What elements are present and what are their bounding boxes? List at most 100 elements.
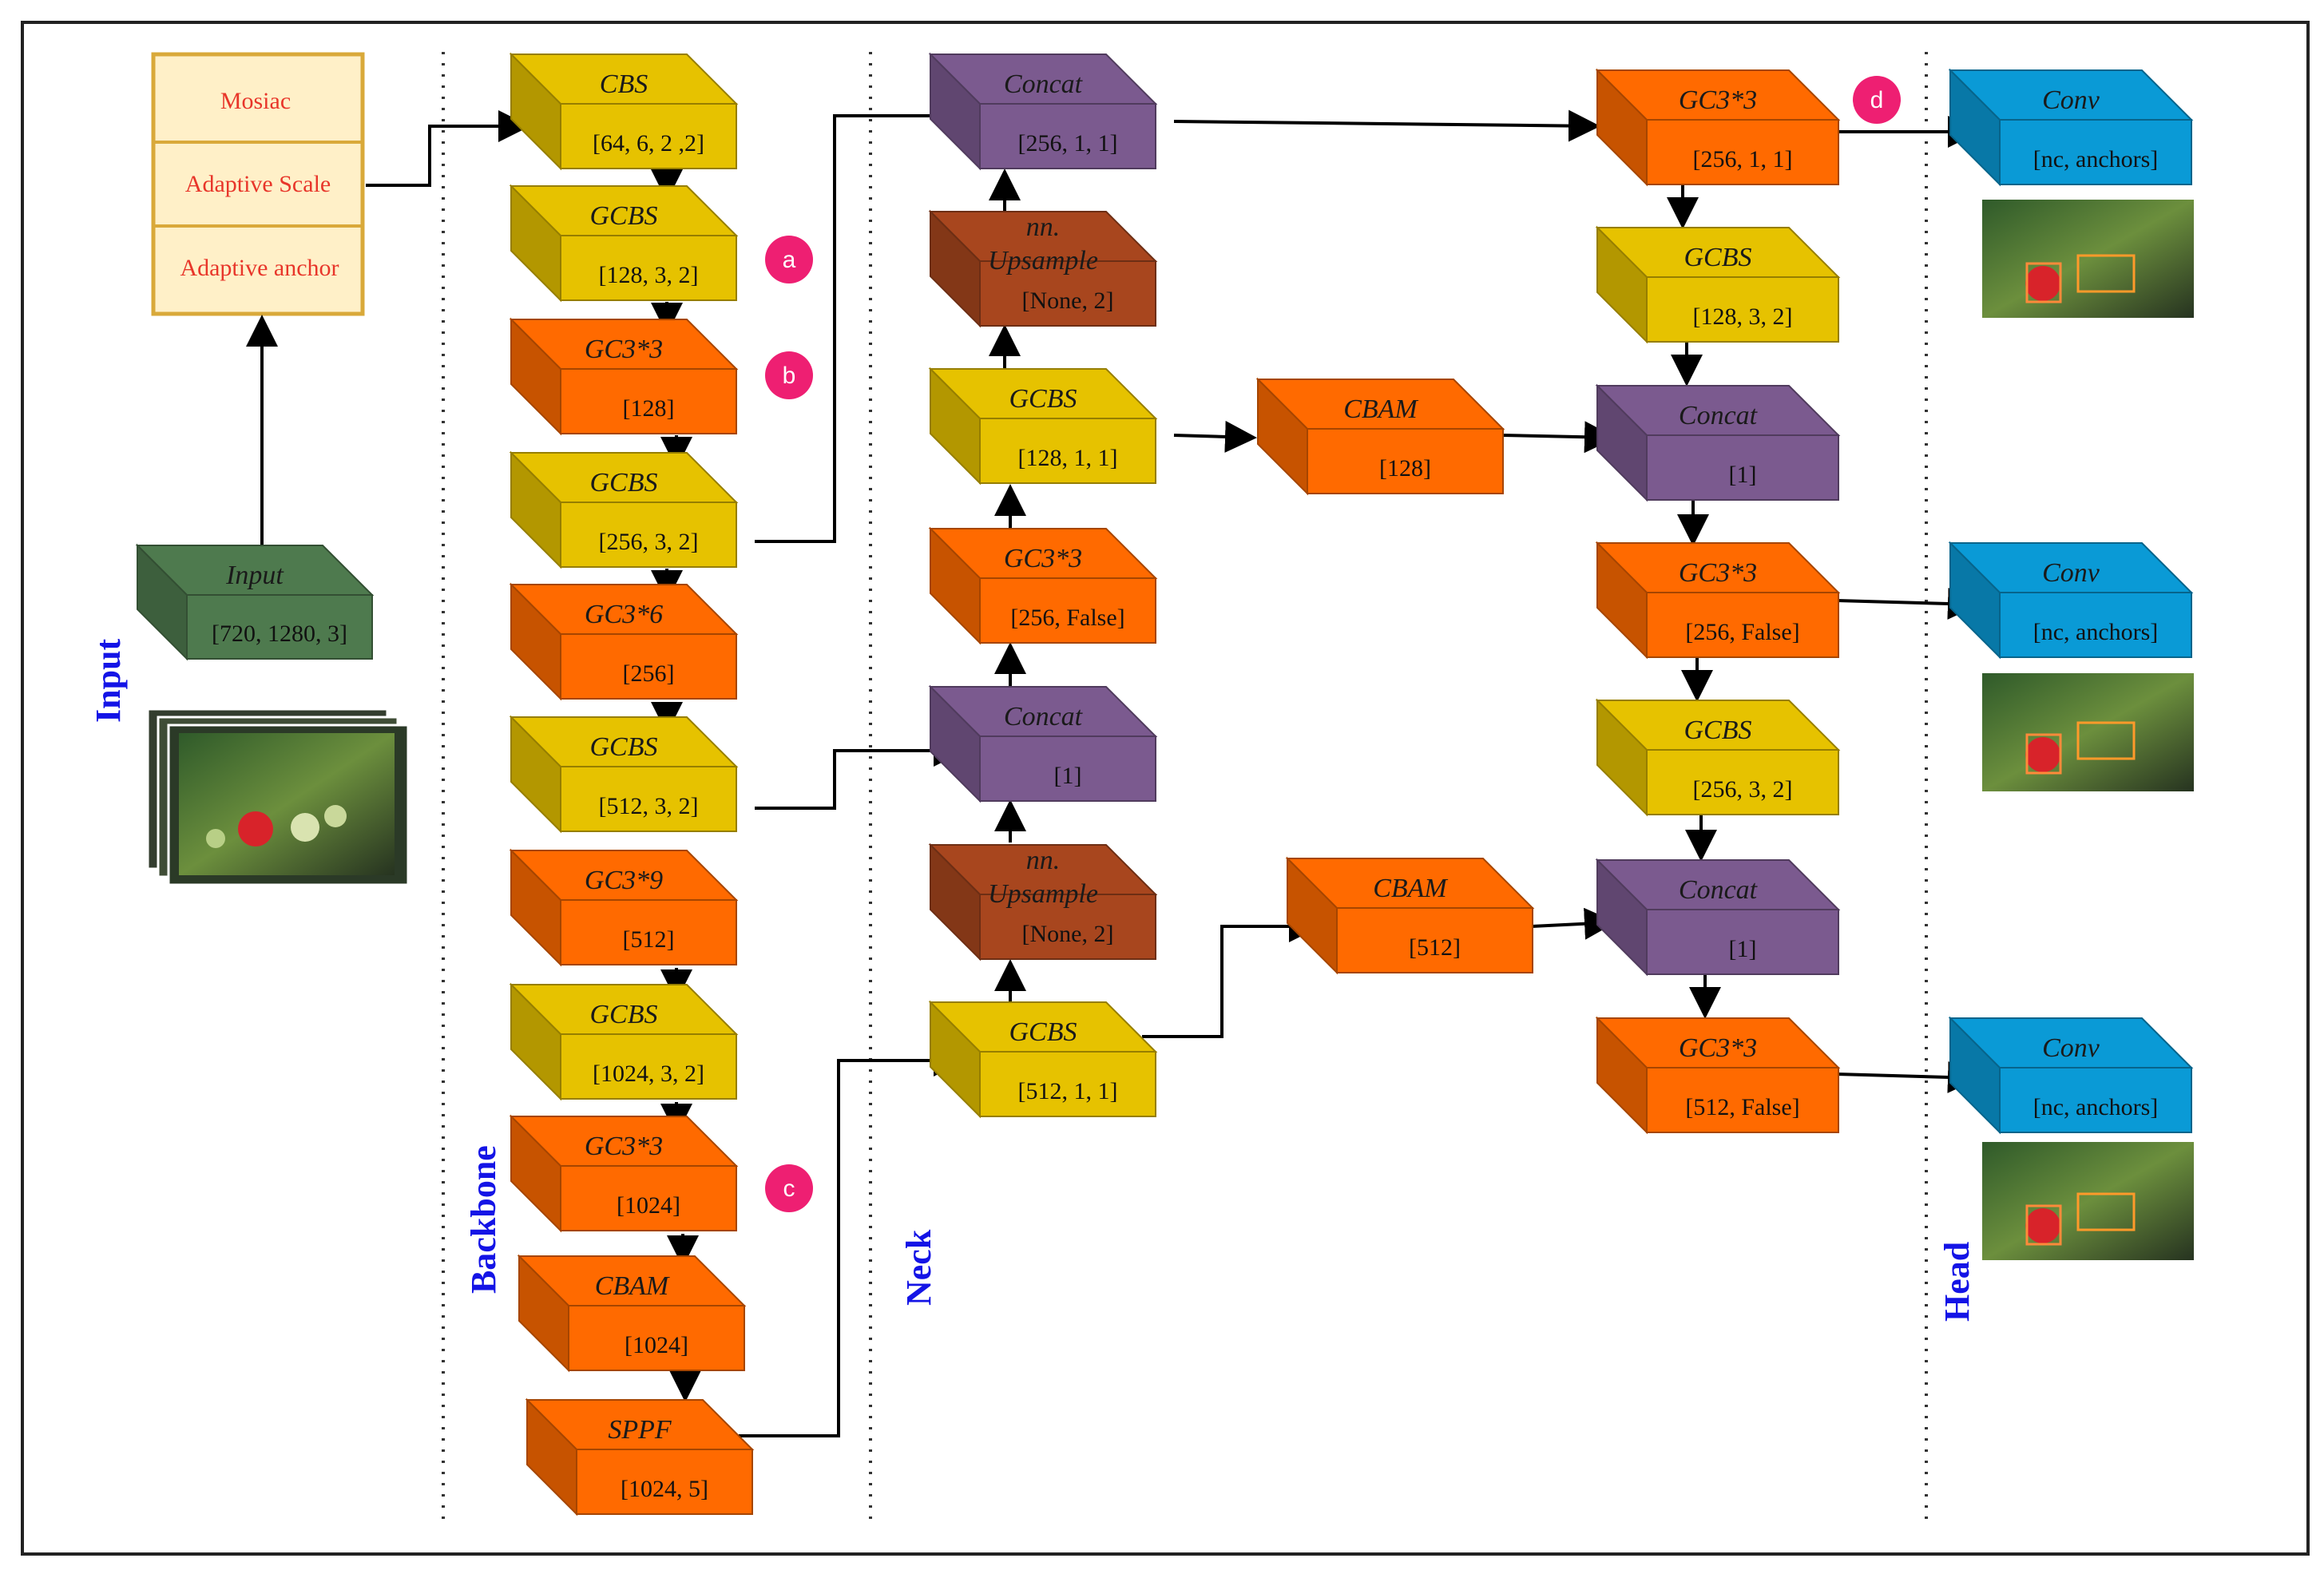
block-title: GCBS — [590, 201, 658, 231]
conv-block-3: Conv[nc, anchors] — [1948, 1016, 2194, 1135]
block-param: [128, 3, 2] — [599, 262, 699, 288]
block-param: [256, False] — [1010, 605, 1124, 631]
block-title: GCBS — [1684, 716, 1752, 745]
blocks-layer: Input[720, 1280, 3]CBS[64, 6, 2 ,2]GCBS[… — [135, 52, 2194, 1517]
backbone-block-3: GC3*3 [128] — [509, 317, 739, 436]
input-block: Input [720, 1280, 3] — [135, 543, 375, 661]
backbone-block-8: GCBS [1024, 3, 2] — [509, 982, 739, 1101]
block-title: GC3*6 — [585, 600, 663, 629]
neck-block-4: GC3*3 [256, False] — [928, 526, 1158, 645]
backbone-block-6: GCBS [512, 3, 2] — [509, 715, 739, 834]
block-title: GC3*3 — [585, 335, 663, 364]
head-block-6: Concat [1] — [1595, 858, 1841, 977]
output-image-1 — [1982, 200, 2194, 318]
block-title: CBAM — [1343, 394, 1418, 424]
block-param: [nc, anchors] — [2033, 619, 2159, 645]
block-param: [512] — [623, 926, 675, 953]
block-param: [128, 3, 2] — [1693, 303, 1793, 330]
block-param: [512, 3, 2] — [599, 793, 699, 819]
block-param: [720, 1280, 3] — [212, 620, 347, 647]
marker-label: c — [783, 1176, 795, 1202]
marker-d: d — [1853, 76, 1901, 124]
block-param: [128, 1, 1] — [1018, 445, 1118, 471]
block-param: [128] — [1379, 455, 1431, 482]
block-title: GC3*9 — [585, 866, 663, 895]
block-title: Conv — [2042, 558, 2100, 588]
neck-block-3: GCBS [128, 1, 1] — [928, 367, 1158, 486]
block-title: Conv — [2042, 1033, 2100, 1063]
block-title: SPPF — [608, 1415, 672, 1445]
block-param: [256, 1, 1] — [1018, 130, 1118, 157]
block-param: [64, 6, 2 ,2] — [593, 130, 704, 157]
block-title: Conv — [2042, 85, 2100, 115]
block-param: [1] — [1729, 936, 1757, 962]
backbone-block-4: GCBS[256, 3, 2] — [509, 450, 739, 569]
block-param: [512] — [1409, 934, 1461, 961]
backbone-block-5: GC3*6[256] — [509, 582, 739, 701]
block-title: nn. — [1026, 846, 1061, 875]
outer-frame — [21, 21, 2310, 1556]
neck-block-1: Concat [256, 1, 1] — [928, 52, 1158, 171]
augmentation-box: Mosiac Adaptive Scale Adaptive anchor — [151, 52, 365, 316]
block-param: [256, 1, 1] — [1693, 146, 1793, 172]
marker-label: d — [1870, 87, 1884, 113]
head-block-1: GC3*3 [256, 1, 1] — [1595, 68, 1841, 187]
block-title: GC3*3 — [585, 1132, 663, 1161]
block-title: GC3*3 — [1679, 85, 1757, 115]
backbone-block-10: CBAM [1024] — [517, 1254, 747, 1373]
head-block-4: GC3*3[256, False] — [1595, 541, 1841, 660]
conv-block-1: Conv [nc, anchors] — [1948, 68, 2194, 187]
block-title: GCBS — [1009, 384, 1077, 414]
block-param: [256, 3, 2] — [1693, 776, 1793, 803]
aug-adaptive-anchor: Adaptive anchor — [180, 255, 339, 281]
neck-block-6: nn. Upsample [None, 2] — [928, 843, 1158, 961]
stage-label-head: Head — [1937, 1242, 1977, 1322]
block-title-line2: Upsample — [988, 879, 1098, 909]
block-title: CBAM — [1373, 874, 1448, 903]
stage-label-input: Input — [89, 638, 128, 723]
neck-block-7: GCBS [512, 1, 1] — [928, 1000, 1158, 1119]
block-param: [1] — [1054, 763, 1082, 789]
block-title: Concat — [1004, 702, 1084, 731]
block-title: Concat — [1679, 875, 1759, 905]
connectors — [246, 100, 1980, 1437]
block-title: GCBS — [590, 1000, 658, 1029]
block-title: CBS — [600, 69, 648, 99]
backbone-block-1: CBS [64, 6, 2 ,2] — [509, 52, 739, 171]
block-param: [None, 2] — [1022, 921, 1114, 947]
block-param: [1024, 5] — [621, 1476, 708, 1502]
marker-a: a — [765, 236, 813, 283]
marker-label: a — [783, 247, 796, 273]
backbone-block-11: SPPF [1024, 5] — [525, 1398, 755, 1517]
marker-label: b — [783, 363, 796, 389]
backbone-block-2: GCBS [128, 3, 2] — [509, 184, 739, 303]
block-title: GCBS — [590, 732, 658, 762]
cbam-block-128: CBAM [128] — [1255, 377, 1505, 496]
input-image-stack — [146, 708, 410, 886]
block-title: Concat — [1679, 401, 1759, 430]
backbone-block-9: GC3*3[1024] — [509, 1114, 739, 1233]
block-param: [nc, anchors] — [2033, 146, 2159, 172]
neck-block-2: nn. Upsample [None, 2] — [928, 209, 1158, 328]
block-param: [1024, 3, 2] — [593, 1061, 704, 1087]
output-image-3 — [1982, 1142, 2194, 1260]
head-block-3: Concat[1] — [1595, 383, 1841, 502]
block-title-line2: Upsample — [988, 246, 1098, 276]
aug-adaptive-scale: Adaptive Scale — [185, 171, 331, 197]
block-title: GCBS — [1009, 1017, 1077, 1047]
head-block-2: GCBS[128, 3, 2] — [1595, 225, 1841, 344]
output-image-2 — [1982, 673, 2194, 791]
block-title: GC3*3 — [1004, 544, 1082, 573]
markers-layer: a b c d — [765, 76, 1901, 1212]
block-title: GC3*3 — [1679, 558, 1757, 588]
block-title: CBAM — [595, 1271, 670, 1301]
block-param: [None, 2] — [1022, 287, 1114, 314]
block-param: [128] — [623, 395, 675, 422]
block-title: Concat — [1004, 69, 1084, 99]
block-title: Input — [225, 561, 284, 590]
block-param: [512, 1, 1] — [1018, 1078, 1118, 1104]
block-param: [1024] — [625, 1332, 688, 1358]
block-title: nn. — [1026, 212, 1061, 242]
aug-mosaic: Mosiac — [220, 88, 291, 114]
